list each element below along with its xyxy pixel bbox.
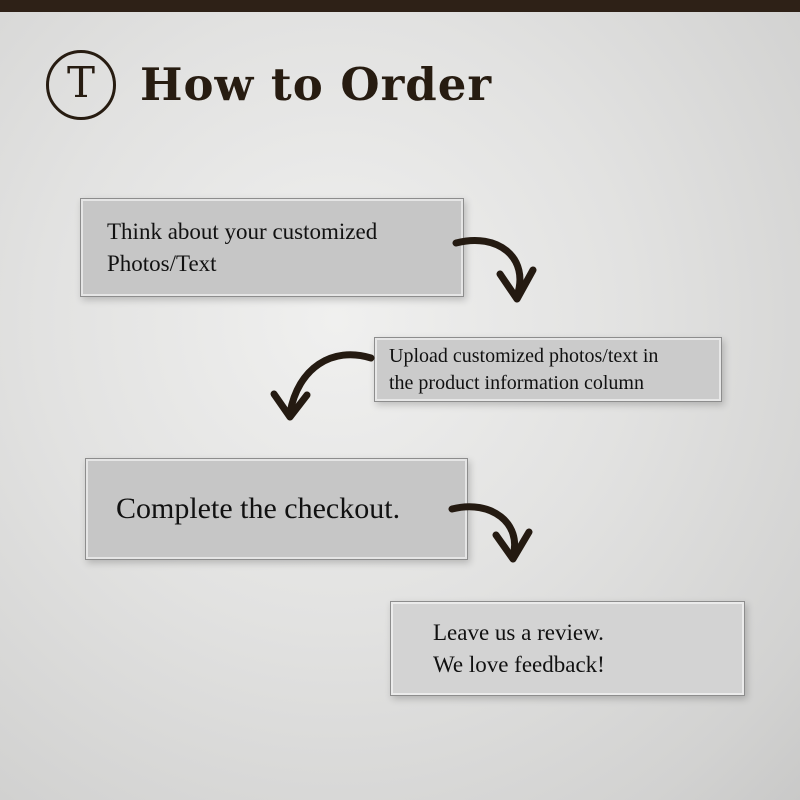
step-text-line: Leave us a review. xyxy=(433,620,604,646)
step-box-complete-checkout: Complete the checkout. xyxy=(85,458,468,560)
step-text-line: Complete the checkout. xyxy=(116,491,401,525)
step-text-line: We love feedback! xyxy=(433,651,605,677)
page-title: How to Order xyxy=(140,58,493,111)
step-box-leave-review: Leave us a review. We love feedback! xyxy=(390,601,745,696)
curved-arrow-step2-to-step3-icon xyxy=(270,351,375,421)
step-text-line: Think about your customized xyxy=(107,219,378,245)
step-text-line: Upload customized photos/text in xyxy=(389,344,659,367)
step-text-line: Photos/Text xyxy=(107,250,217,276)
step-box-think-customization: Think about your customized Photos/Text xyxy=(80,198,464,297)
step-box-upload-photos: Upload customized photos/text in the pro… xyxy=(374,337,722,402)
step-text-line: the product information column xyxy=(389,371,644,394)
curved-arrow-step1-to-step2-icon xyxy=(452,236,537,303)
brand-logo-letter: T xyxy=(66,58,95,107)
brand-logo: T xyxy=(46,50,116,120)
top-border-bar xyxy=(0,0,800,12)
